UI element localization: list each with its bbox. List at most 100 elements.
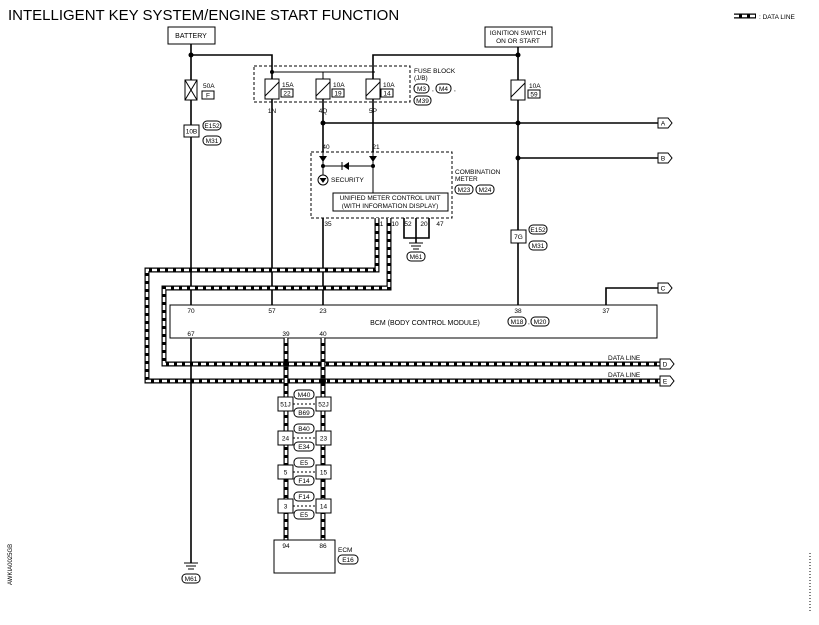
svg-text:E5: E5 (300, 460, 308, 467)
svg-text:86: 86 (319, 543, 327, 550)
svg-text:(J/B): (J/B) (414, 75, 428, 82)
svg-text:E152: E152 (530, 227, 546, 234)
battery-wire (190, 44, 273, 80)
meter-data-lines (144, 218, 660, 384)
svg-text:B40: B40 (298, 426, 310, 433)
arrow-c: C (657, 282, 673, 294)
svg-text:M20: M20 (534, 319, 547, 326)
svg-text:M3: M3 (417, 86, 426, 93)
connector-e5-f14: 5 15 E5 F14 (277, 457, 332, 486)
svg-text:M4: M4 (439, 86, 448, 93)
legend-label: : DATA LINE (759, 14, 796, 21)
arrow-e: E (659, 375, 675, 387)
svg-text:COMBINATION: COMBINATION (455, 169, 501, 176)
svg-text:(WITH INFORMATION DISPLAY): (WITH INFORMATION DISPLAY) (342, 203, 439, 210)
svg-text:,: , (454, 86, 456, 93)
svg-text:M39: M39 (416, 98, 429, 105)
svg-text:15: 15 (320, 470, 328, 477)
svg-text:10A: 10A (383, 82, 395, 89)
svg-text:B: B (661, 156, 665, 163)
connector-b40-e34: 24 23 B40 E34 (277, 423, 332, 452)
svg-text:M40: M40 (298, 392, 311, 399)
connector-7g: 7G E152 M31 (510, 224, 548, 251)
arrow-a: A (657, 117, 673, 129)
svg-text:19: 19 (334, 91, 342, 98)
svg-text:C: C (661, 286, 666, 293)
bcm: BCM (BODY CONTROL MODULE) M18 , M20 70 5… (169, 304, 658, 339)
svg-text:10: 10 (391, 221, 399, 228)
fuse-block: 15A 22 10A 19 10A 14 1N 4Q 5P FUSE BLOCK… (253, 65, 456, 115)
svg-text:E5: E5 (300, 512, 308, 519)
svg-text:M18: M18 (511, 319, 524, 326)
side-code: AWKIA0025GB (8, 544, 14, 585)
svg-text:F14: F14 (298, 494, 310, 501)
svg-text:F: F (206, 93, 210, 100)
svg-text:M23: M23 (458, 187, 471, 194)
svg-text:F14: F14 (298, 478, 310, 485)
arrow-d: D (659, 358, 675, 370)
svg-text:47: 47 (436, 221, 444, 228)
svg-text:40: 40 (319, 331, 327, 338)
svg-text:M61: M61 (185, 576, 198, 583)
svg-text:E152: E152 (204, 123, 220, 130)
ignition-switch-block: IGNITION SWITCH ON OR START (484, 26, 553, 48)
svg-text:11: 11 (377, 221, 384, 228)
svg-text:21: 21 (372, 144, 380, 151)
svg-text:14: 14 (383, 91, 391, 98)
svg-text:24: 24 (282, 436, 290, 443)
svg-text:,: , (528, 319, 530, 326)
svg-text:7G: 7G (514, 234, 523, 241)
svg-text:94: 94 (282, 543, 290, 550)
svg-text:E34: E34 (298, 444, 310, 451)
connector-m40-b69: 51J 52J M40 B69 (277, 389, 332, 418)
battery-block: BATTERY (167, 26, 216, 45)
svg-text:METER: METER (455, 176, 478, 183)
svg-text:51J: 51J (280, 402, 290, 409)
svg-text:M31: M31 (532, 243, 545, 250)
svg-text:35: 35 (324, 221, 332, 228)
svg-text:23: 23 (319, 308, 327, 315)
svg-text:15A: 15A (282, 82, 294, 89)
svg-text:E: E (663, 379, 668, 386)
svg-text:B69: B69 (298, 410, 310, 417)
svg-text:50A: 50A (203, 83, 215, 90)
svg-text:57: 57 (268, 308, 276, 315)
svg-text:,: , (432, 86, 434, 93)
connector-10b: 10B E152 M31 (183, 120, 222, 146)
combination-meter: 40 21 COMBINATION METER M23 M24 SECURITY… (310, 144, 501, 228)
meter-ground: M61 (403, 218, 430, 262)
svg-text:UNIFIED METER CONTROL UNIT: UNIFIED METER CONTROL UNIT (340, 195, 441, 202)
svg-text:10A: 10A (529, 83, 541, 90)
ecm: 94 86 ECM E16 (273, 539, 359, 574)
svg-text:5: 5 (284, 470, 288, 477)
svg-text:52: 52 (404, 221, 412, 228)
svg-text:38: 38 (514, 308, 522, 315)
svg-text:37: 37 (602, 308, 610, 315)
connector-f14-e5: 3 14 F14 E5 (277, 491, 332, 520)
fuse-10a-19: 10A 19 (315, 78, 345, 100)
bcm-label: BCM (BODY CONTROL MODULE) (370, 320, 480, 327)
svg-text:10B: 10B (186, 129, 198, 136)
ground-m61: M61 (181, 338, 201, 584)
svg-text:59: 59 (530, 92, 538, 99)
svg-text:M24: M24 (479, 187, 492, 194)
data-line-label-e: DATA LINE (608, 372, 641, 379)
battery-label: BATTERY (175, 33, 207, 40)
svg-text:FUSE BLOCK: FUSE BLOCK (414, 68, 456, 75)
data-line-legend: : DATA LINE (734, 13, 796, 21)
svg-text:M61: M61 (410, 254, 423, 261)
svg-text:ECM: ECM (338, 547, 352, 554)
security-label: SECURITY (331, 177, 365, 184)
svg-text:3: 3 (284, 504, 288, 511)
svg-text:22: 22 (283, 91, 291, 98)
fuse-15a-22: 15A 22 (264, 78, 294, 100)
svg-text:E16: E16 (342, 557, 354, 564)
fuse-50a: 50A F (184, 79, 215, 101)
svg-text:39: 39 (282, 331, 290, 338)
svg-text:52J: 52J (318, 402, 328, 409)
svg-text:14: 14 (320, 504, 328, 511)
svg-text:20: 20 (420, 221, 428, 228)
data-line-label-d: DATA LINE (608, 355, 641, 362)
svg-text:D: D (663, 362, 668, 369)
